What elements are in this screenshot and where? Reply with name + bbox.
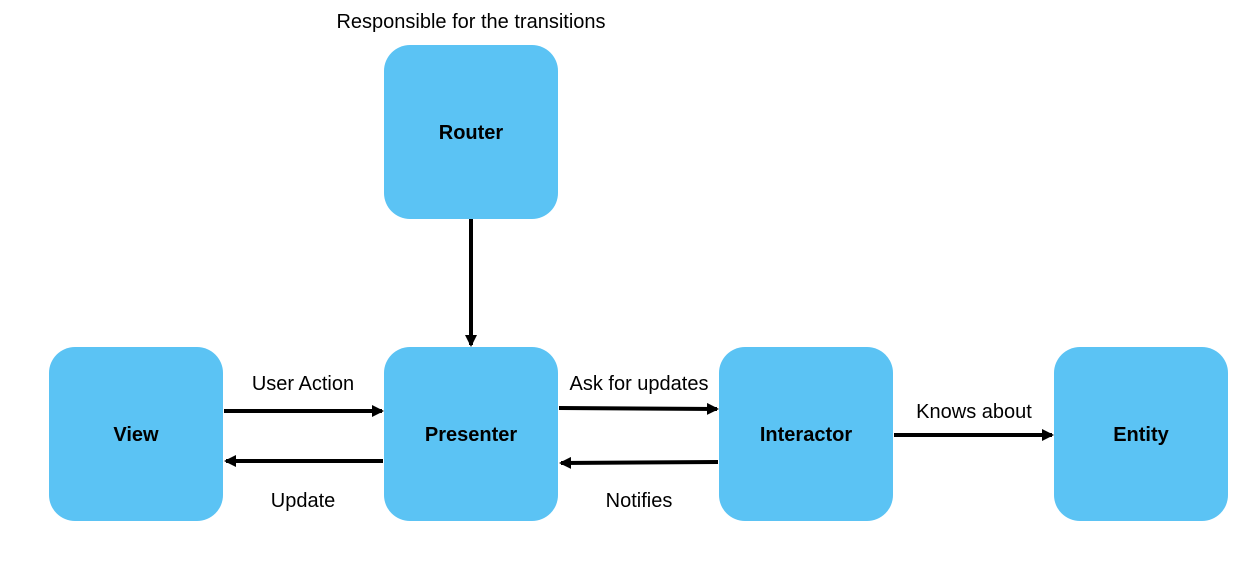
- router-node[interactable]: Router: [384, 45, 558, 219]
- presenter-node-label: Presenter: [425, 424, 517, 446]
- knows-about-label: Knows about: [916, 401, 1032, 423]
- router-caption: Responsible for the transitions: [336, 11, 605, 33]
- presenter-to-interactor-arrow: [558, 402, 719, 415]
- router-node-label: Router: [439, 122, 504, 144]
- ask-for-updates-label: Ask for updates: [570, 373, 709, 395]
- view-node[interactable]: View: [49, 347, 223, 521]
- entity-node-label: Entity: [1113, 424, 1169, 446]
- presenter-node[interactable]: Presenter: [384, 347, 558, 521]
- interactor-to-presenter-arrow: [559, 456, 719, 469]
- user-action-label: User Action: [252, 373, 354, 395]
- interactor-node-label: Interactor: [760, 424, 852, 446]
- view-node-label: View: [113, 424, 159, 446]
- notifies-label: Notifies: [606, 490, 673, 512]
- entity-node[interactable]: Entity: [1054, 347, 1228, 521]
- update-label: Update: [271, 490, 336, 512]
- interactor-node[interactable]: Interactor: [719, 347, 893, 521]
